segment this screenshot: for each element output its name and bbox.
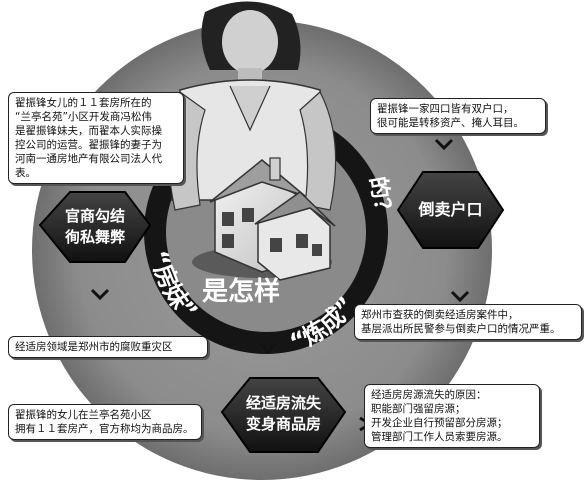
title-part-2: 是怎样 (202, 276, 280, 307)
box-double-hukou: 翟振锋一家四口皆有双户口， 很可能是转移资产、掩人耳目。 (370, 98, 546, 134)
box-developer-relation-text: 翟振锋女儿的１１套房所在的 “兰亭名苑”小区开发商冯松伟 是翟振锋妹夫，而翟本人… (15, 97, 162, 179)
hex-label-hukou: 倒卖户口 (418, 200, 483, 219)
box-developer-relation: 翟振锋女儿的１１套房所在的 “兰亭名苑”小区开发商冯松伟 是翟振锋妹夫，而翟本人… (8, 92, 184, 184)
hex-label-collusion: 官商勾结 徇私舞弊 (64, 207, 125, 246)
box-police-involvement-text: 郑州市查获的倒卖经适房案件中， 基层派出所民警参与倒卖户口的情况严重。 (361, 309, 561, 335)
woman-figure (167, 1, 337, 211)
box-daughter-properties-text: 翟振锋的女儿在兰亭名苑小区 拥有１１套房产，官方称均为商品房。 (15, 409, 194, 435)
hexagon-bottom (220, 377, 347, 453)
box-loss-reasons: 经适房房源流失的原因： 职能部门强留房源； 开发企业自行预留部分房源； 管理部门… (364, 384, 540, 448)
box-corruption-zone: 经适房领域是郑州市的腐败重灾区 (8, 336, 208, 358)
box-police-involvement: 郑州市查获的倒卖经适房案件中， 基层派出所民警参与倒卖户口的情况严重。 (354, 304, 582, 340)
hex-label-housing-loss: 经适房流失 变身商品房 (245, 394, 321, 433)
house-model (192, 157, 336, 281)
box-loss-reasons-text: 经适房房源流失的原因： 职能部门强留房源； 开发企业自行预留部分房源； 管理部门… (371, 389, 508, 443)
box-corruption-zone-text: 经适房领域是郑州市的腐败重灾区 (15, 341, 173, 353)
hexagon-right (396, 171, 505, 249)
box-double-hukou-text: 翟振锋一家四口皆有双户口， 很可能是转移资产、掩人耳目。 (377, 103, 524, 129)
box-daughter-properties: 翟振锋的女儿在兰亭名苑小区 拥有１１套房产，官方称均为商品房。 (8, 404, 202, 440)
hexagon-left (38, 191, 152, 263)
